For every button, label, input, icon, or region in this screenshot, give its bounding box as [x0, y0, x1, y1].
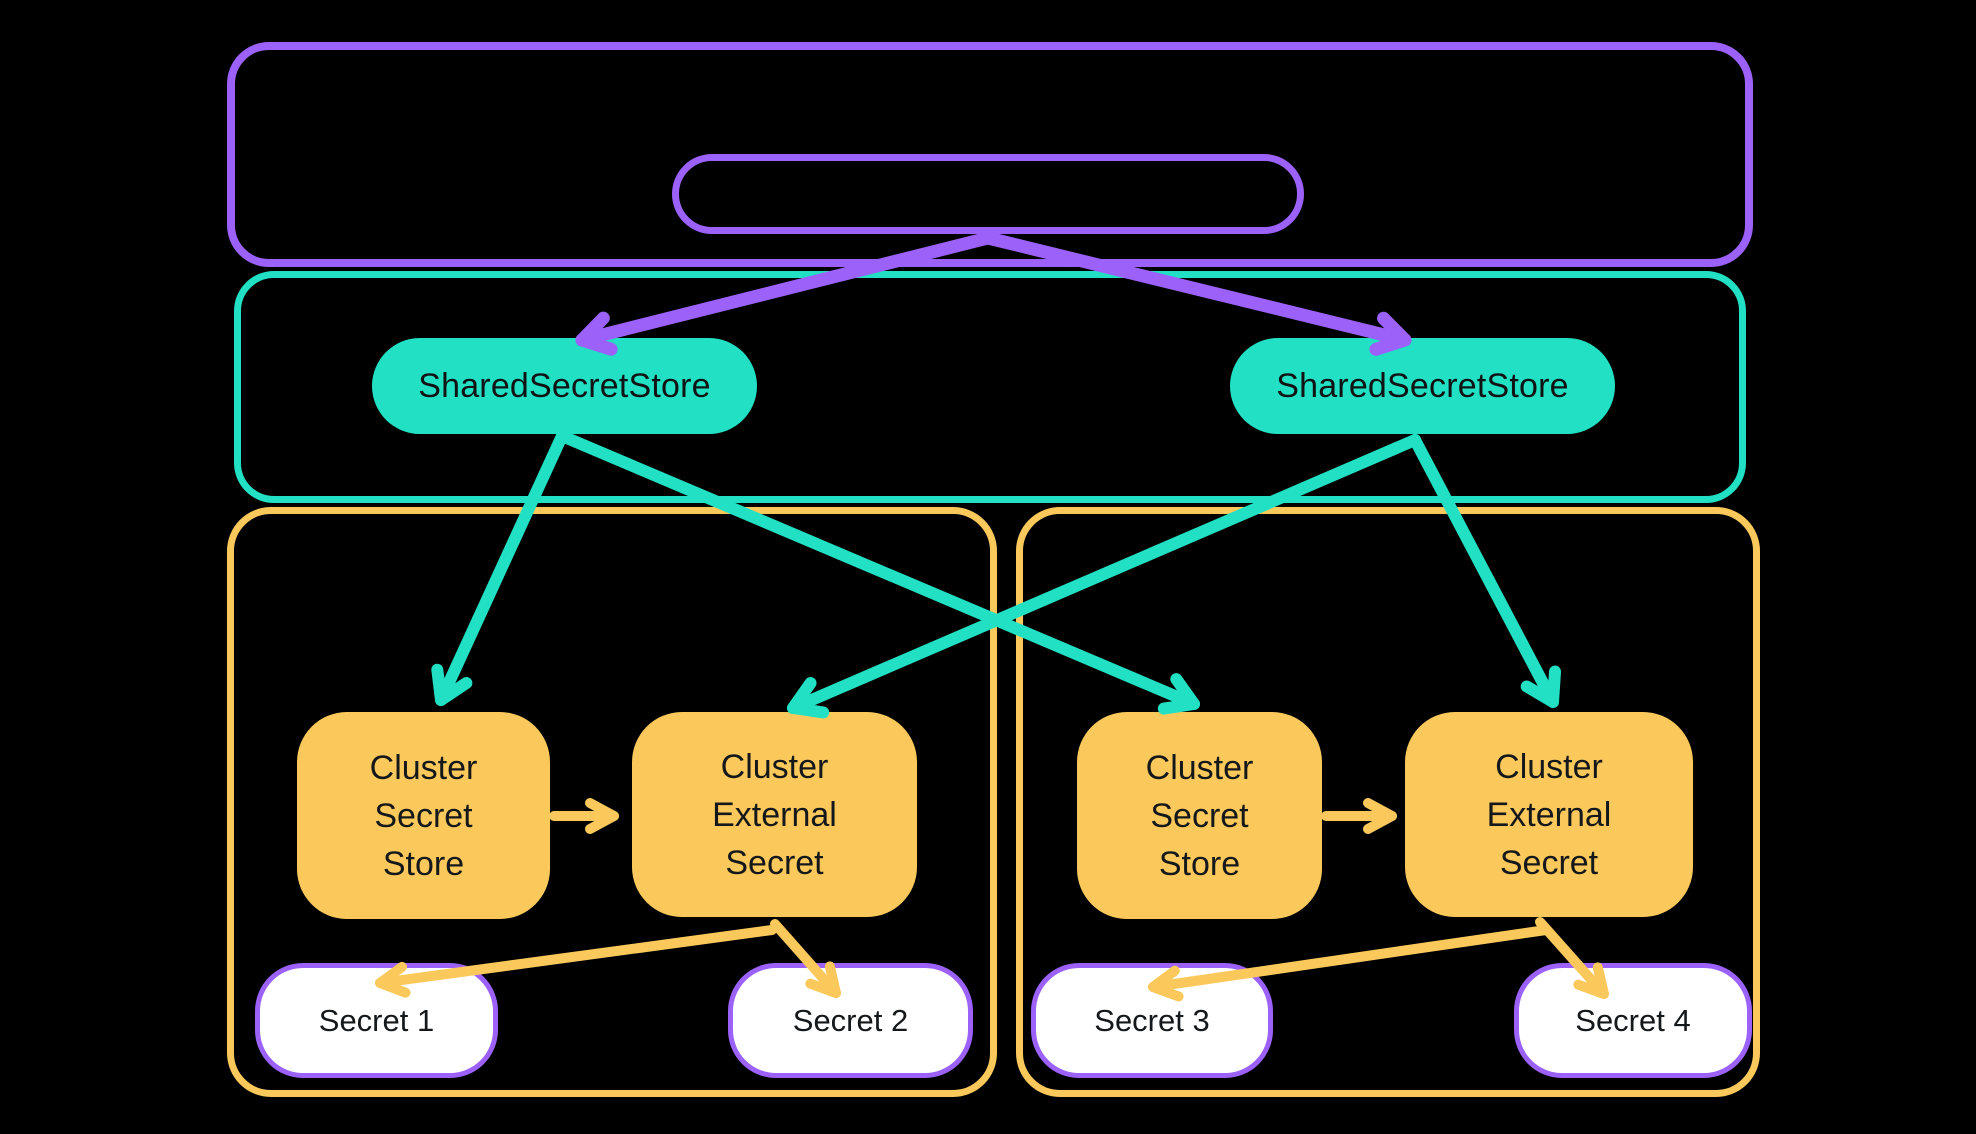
label-line: Cluster [720, 747, 829, 786]
secret-2-pill: Secret 2 [728, 963, 973, 1078]
label-line: Store [1158, 844, 1241, 883]
controller-pill [672, 154, 1304, 234]
label-line: Cluster [1145, 748, 1254, 787]
label-line: Secret [725, 843, 824, 882]
secret-4-pill: Secret 4 [1514, 963, 1752, 1078]
shared-secret-store-left: SharedSecretStore [372, 338, 757, 434]
secret-4-label: Secret 4 [1575, 1002, 1691, 1038]
cluster-external-secret-left: Cluster External Secret [632, 712, 917, 917]
label-line: Secret [1499, 843, 1599, 882]
secret-2-label: Secret 2 [792, 1002, 909, 1038]
label-line: Secret [1150, 796, 1249, 835]
shared-secret-store-right: SharedSecretStore [1230, 338, 1615, 434]
label-line: Store [382, 844, 465, 883]
secret-3-label: Secret 3 [1094, 1002, 1210, 1038]
secret-1-pill: Secret 1 [255, 963, 498, 1078]
cluster-secret-store-right: Cluster Secret Store [1077, 712, 1322, 919]
shared-secret-store-right-label: SharedSecretStore [1276, 366, 1569, 405]
label-line: Cluster [369, 748, 478, 787]
label-line: Secret [374, 796, 473, 835]
cluster-external-secret-right: Cluster External Secret [1405, 712, 1693, 917]
secret-3-pill: Secret 3 [1031, 963, 1273, 1078]
label-line: External [1486, 795, 1612, 834]
cluster-secret-store-left: Cluster Secret Store [297, 712, 550, 919]
shared-secret-store-left-label: SharedSecretStore [418, 366, 711, 405]
label-line: Cluster [1495, 747, 1603, 786]
label-line: External [712, 795, 837, 834]
secret-1-label: Secret 1 [318, 1002, 435, 1038]
